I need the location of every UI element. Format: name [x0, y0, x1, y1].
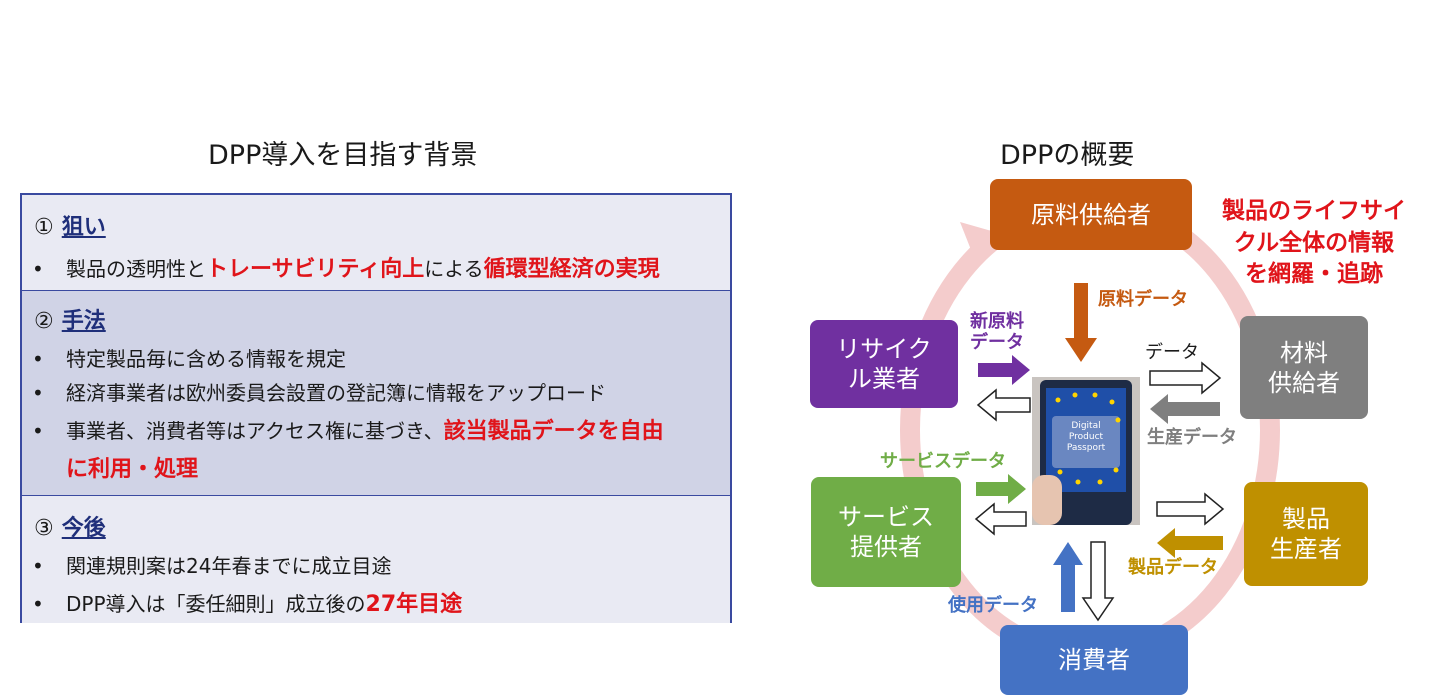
bullet-item: •特定製品毎に含める情報を規定 [32, 347, 346, 371]
section-aim: ① 狙い •製品の透明性とトレーサビリティ向上による循環型経済の実現 [22, 195, 730, 291]
new-raw-data-label: 新原料 データ [970, 311, 1024, 353]
section-future-number: ③ [34, 516, 54, 541]
bullet-text: 関連規則案は24年春までに成立目途 [66, 554, 392, 578]
lifecycle-note: 製品のライフサイ クル全体の情報 を網羅・追跡 [1222, 196, 1406, 291]
producer-line: 生産者 [1270, 535, 1342, 563]
section-aim-label: 狙い [61, 215, 106, 240]
service-provider-line: サービス [838, 503, 934, 531]
bullet-continuation: に利用・処理 [32, 451, 198, 483]
bullet-item: •関連規則案は24年春までに成立目途 [32, 554, 392, 578]
bullet-text: による [424, 257, 484, 281]
product-data-arrow-icon [1157, 528, 1223, 558]
digital-passport-tablet-image: Digital Product Passport [1032, 377, 1140, 525]
section-method-number: ② [34, 309, 54, 334]
new-raw-data-line: 新原料 [970, 311, 1024, 332]
data-label: データ [1145, 342, 1199, 363]
bullet-item: •DPP導入は「委任細則」成立後の27年目途 [32, 592, 463, 617]
data-to-consumer-arrow-icon [1081, 541, 1115, 622]
eu-stars-icon [1055, 392, 1121, 485]
right-title: DPPの概要 [1000, 140, 1135, 171]
bullet-highlight: に利用・処理 [66, 457, 199, 482]
left-title: DPP導入を目指す背景 [208, 140, 478, 171]
recycler-box: リサイク ル業者 [810, 320, 958, 408]
lifecycle-note-line: クル全体の情報 [1233, 229, 1395, 256]
material-supplier-line: 供給者 [1268, 368, 1340, 397]
raw-data-arrow-icon [1065, 283, 1097, 362]
usage-data-label: 使用データ [948, 595, 1038, 616]
bullet-item: •事業者、消費者等はアクセス権に基づき、該当製品データを自由 [32, 419, 664, 444]
production-data-arrow-icon [1150, 394, 1220, 424]
service-provider-line: 提供者 [850, 533, 922, 561]
material-supplier-line: 材料 [1280, 338, 1328, 367]
service-outflow-arrow-icon [974, 502, 1027, 536]
bullet-text: 特定製品毎に含める情報を規定 [66, 347, 346, 371]
section-method: ② 手法 •特定製品毎に含める情報を規定 •経済事業者は欧州委員会設置の登記簿に情… [22, 291, 730, 496]
background-panel: ① 狙い •製品の透明性とトレーサビリティ向上による循環型経済の実現 ② 手法 •特… [20, 193, 732, 623]
bullet-highlight: 27年目途 [365, 592, 463, 617]
data-to-material-arrow-icon [1149, 361, 1222, 395]
recycler-outflow-arrow-icon [976, 388, 1031, 422]
producer-box: 製品 生産者 [1244, 482, 1368, 586]
consumer-box: 消費者 [1000, 625, 1188, 695]
raw-supplier-box: 原料供給者 [990, 179, 1192, 250]
recycler-line: ル業者 [848, 365, 920, 393]
material-supplier-box: 材料 供給者 [1240, 316, 1368, 419]
lifecycle-note-line: を網羅・追跡 [1245, 261, 1383, 288]
lifecycle-note-line: 製品のライフサイ [1222, 198, 1406, 224]
data-to-producer-arrow-icon [1156, 492, 1225, 526]
bullet-highlight: トレーサビリティ向上 [206, 257, 425, 282]
raw-data-label: 原料データ [1098, 289, 1188, 310]
new-raw-data-line: データ [970, 331, 1024, 353]
service-data-arrow-icon [976, 474, 1026, 504]
service-provider-box: サービス 提供者 [811, 477, 961, 587]
recycler-line: リサイク [836, 335, 932, 363]
bullet-text: 製品の透明性と [66, 257, 206, 281]
bullet-text: 事業者、消費者等はアクセス権に基づき、 [66, 419, 444, 443]
passport-text-line: Product [1069, 432, 1104, 442]
usage-data-arrow-icon [1053, 542, 1083, 612]
section-future-heading: ③ 今後 [34, 510, 106, 542]
section-future-label: 今後 [61, 516, 106, 541]
section-method-label: 手法 [61, 309, 106, 334]
bullet-highlight: 該当製品データを自由 [443, 419, 664, 444]
passport-text-line: Passport [1067, 443, 1106, 453]
bullet-text: 経済事業者は欧州委員会設置の登記簿に情報をアップロード [66, 381, 606, 405]
bullet-highlight: 循環型経済の実現 [483, 257, 660, 282]
product-data-label: 製品データ [1128, 557, 1218, 578]
section-method-heading: ② 手法 [34, 303, 106, 335]
bullet-item: •経済事業者は欧州委員会設置の登記簿に情報をアップロード [32, 381, 606, 405]
producer-line: 製品 [1282, 505, 1330, 533]
section-aim-heading: ① 狙い [34, 209, 106, 241]
passport-text-line: Digital [1071, 421, 1100, 431]
bullet-item: •製品の透明性とトレーサビリティ向上による循環型経済の実現 [32, 257, 660, 282]
section-future: ③ 今後 •関連規則案は24年春までに成立目途 •DPP導入は「委任細則」成立後の… [22, 496, 730, 623]
cycle-arrowhead-icon [960, 222, 995, 260]
bullet-text: DPP導入は「委任細則」成立後の [66, 592, 366, 616]
new-raw-data-arrow-icon [978, 355, 1030, 385]
section-aim-number: ① [34, 215, 54, 240]
service-data-label: サービスデータ [880, 451, 1006, 472]
production-data-label: 生産データ [1147, 427, 1237, 448]
